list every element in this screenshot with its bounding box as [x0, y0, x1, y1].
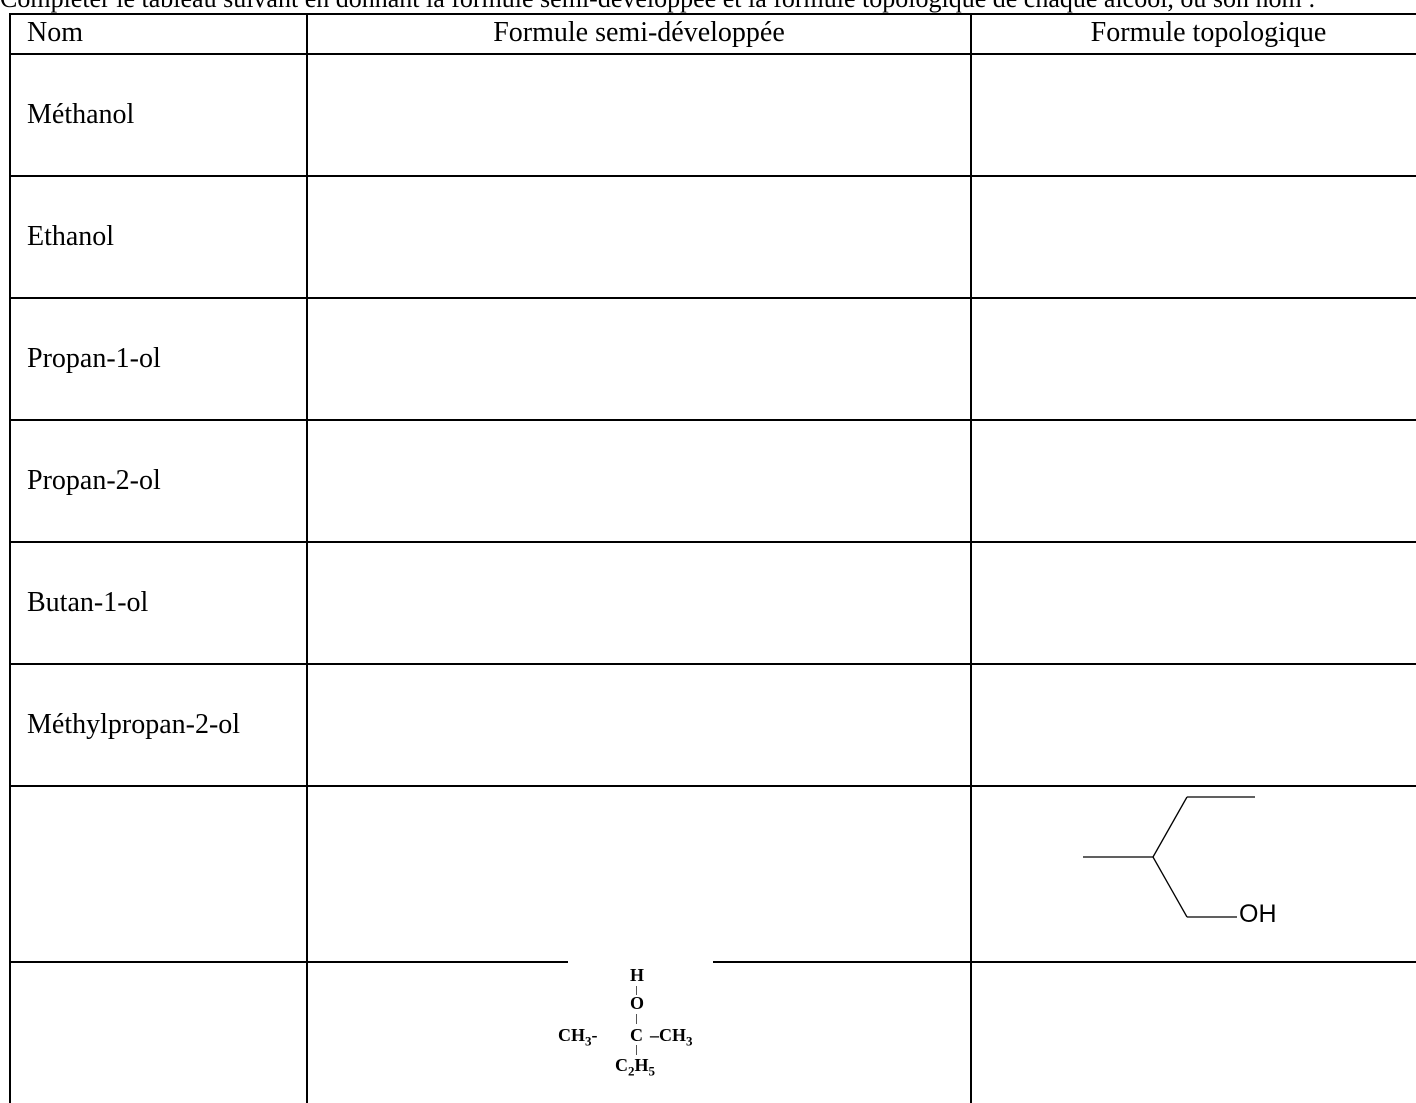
cell-name: Propan-1-ol [9, 297, 308, 421]
cell-semi-formula-blank[interactable] [306, 419, 972, 543]
group-right: –CH3 [650, 1025, 693, 1049]
cell-name-blank[interactable] [9, 961, 308, 1103]
table-row: Méthanol [9, 53, 1416, 177]
table-row: Propan-2-ol [9, 419, 1416, 543]
cell-topo-formula-blank[interactable] [970, 175, 1416, 299]
cell-semi-formula-blank[interactable] [306, 541, 972, 665]
cell-name: Méthanol [9, 53, 308, 177]
cell-topo-formula-blank[interactable] [970, 419, 1416, 543]
cell-name: Ethanol [9, 175, 308, 299]
cell-name-blank[interactable] [9, 785, 308, 963]
table-row-semi-structure: H O CH3- C –CH3 C2H5 [9, 961, 1416, 1103]
cell-name: Méthylpropan-2-ol [9, 663, 308, 787]
atom-o: O [630, 993, 645, 1013]
instruction-line: Compléter le tableau suivant en donnant … [0, 0, 1316, 12]
cell-topo-formula-blank[interactable] [970, 541, 1416, 665]
cell-semi-formula-blank[interactable] [306, 785, 972, 963]
cell-semi-formula-blank[interactable] [306, 297, 972, 421]
header-name: Nom [9, 13, 308, 55]
cell-topo-formula-blank[interactable] [970, 663, 1416, 787]
cell-semi-formula: H O CH3- C –CH3 C2H5 [306, 961, 972, 1103]
skeletal-formula-drawing [1083, 796, 1255, 918]
atom-c: C [630, 1025, 643, 1045]
table-row: Butan-1-ol [9, 541, 1416, 665]
cell-topo-formula-blank[interactable] [970, 53, 1416, 177]
cell-topo-formula-blank[interactable] [970, 961, 1416, 1103]
cell-semi-formula-blank[interactable] [306, 53, 972, 177]
atom-h: H [630, 965, 645, 985]
hydroxyl-label: OH [1239, 900, 1277, 928]
cell-topo-formula: OH [970, 785, 1416, 963]
topological-structure: OH [972, 787, 1416, 961]
cell-topo-formula-blank[interactable] [970, 297, 1416, 421]
table-row-topological: OH [9, 785, 1416, 963]
alcohol-table: Nom Formule semi-développée Formule topo… [9, 13, 1416, 1103]
semi-developed-structure: H O CH3- C –CH3 C2H5 [308, 961, 970, 1103]
table-row: Propan-1-ol [9, 297, 1416, 421]
cell-semi-formula-blank[interactable] [306, 175, 972, 299]
table-header-row: Nom Formule semi-développée Formule topo… [9, 13, 1416, 55]
cell-semi-formula-blank[interactable] [306, 663, 972, 787]
group-bottom: C2H5 [615, 1055, 656, 1079]
header-topological-formula: Formule topologique [970, 13, 1416, 55]
table-row: Méthylpropan-2-ol [9, 663, 1416, 787]
header-semi-formula: Formule semi-développée [306, 13, 972, 55]
cell-name: Butan-1-ol [9, 541, 308, 665]
cell-name: Propan-2-ol [9, 419, 308, 543]
table-row: Ethanol [9, 175, 1416, 299]
group-left: CH3- [558, 1025, 598, 1049]
